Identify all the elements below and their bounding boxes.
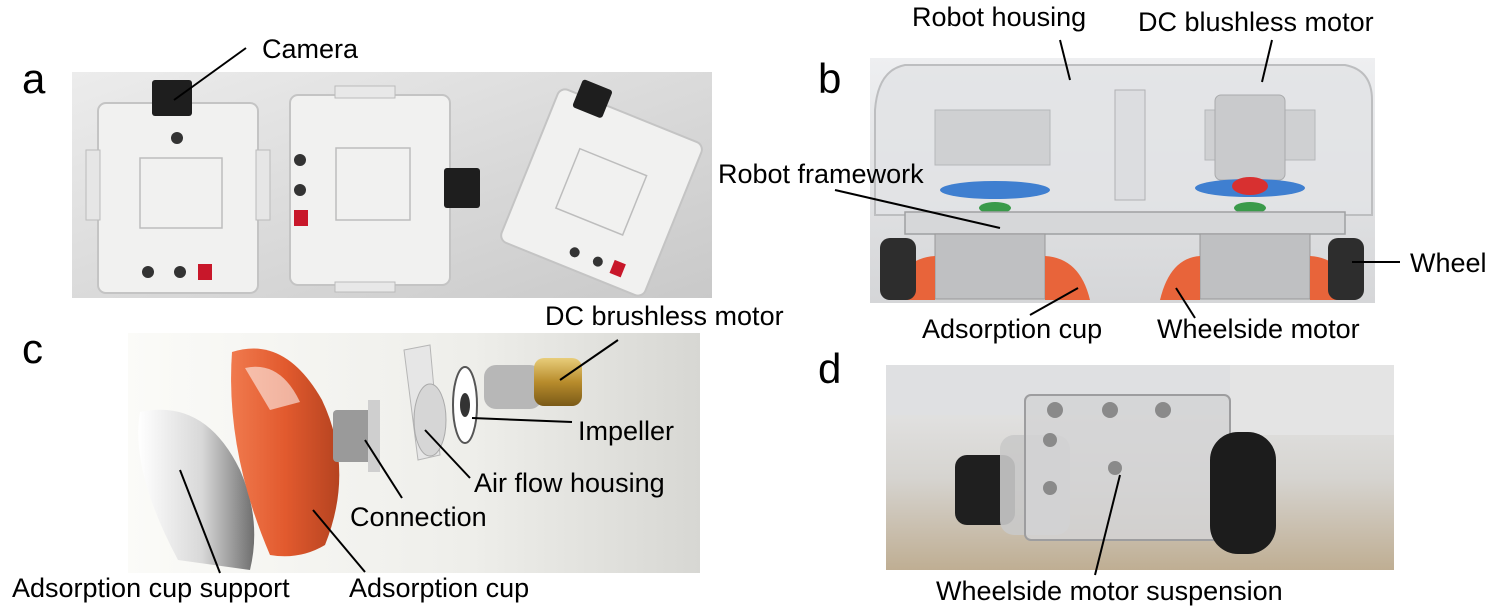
motor-body [484,365,542,409]
seal-ring [940,181,1050,199]
label-robot-framework: Robot framework [718,159,924,189]
brushless-motor [1214,94,1286,181]
panel-d-letter: d [818,345,841,392]
label-wheelside-motor: Wheelside motor [1157,314,1360,344]
panel-d: d Wheelside motor suspension [818,345,1394,606]
gold-motor-can [534,358,582,406]
wheel [1328,238,1364,300]
label-dc-blushless-motor: DC blushless motor [1138,7,1374,37]
label-cup-support: Adsorption cup support [12,573,290,603]
label-connection: Connection [350,502,487,532]
label-air-flow-housing: Air flow housing [474,468,665,498]
adsorption-cup [231,348,340,557]
label-adsorption-cup-b: Adsorption cup [922,314,1102,344]
tire [1210,432,1276,554]
camera-icon [444,168,480,208]
robot-top-view-2 [289,85,480,293]
wheel [880,238,916,300]
panel-a: a [22,34,712,298]
label-camera: Camera [262,34,359,64]
label-robot-housing: Robot housing [912,2,1086,32]
panel-b-letter: b [818,55,841,102]
label-wheel: Wheel [1410,248,1487,278]
connection-fitting [333,410,375,462]
panel-c-letter: c [22,325,43,372]
camera-icon [572,79,613,118]
robot-framework [904,211,1346,235]
camera-icon [152,80,192,116]
label-suspension: Wheelside motor suspension [936,576,1283,606]
cup-support [138,409,255,570]
label-adsorption-cup-c: Adsorption cup [349,573,529,603]
panel-a-letter: a [22,55,46,102]
label-dc-brushless-motor: DC brushless motor [545,301,784,331]
robot-top-view-1 [85,80,271,294]
panel-b: b Robot housing DC blushles [718,2,1487,344]
robot-top-view-3 [500,79,703,297]
label-impeller: Impeller [578,416,674,446]
panel-c: c DC brushless motor Impeller Air flow h… [12,301,784,603]
